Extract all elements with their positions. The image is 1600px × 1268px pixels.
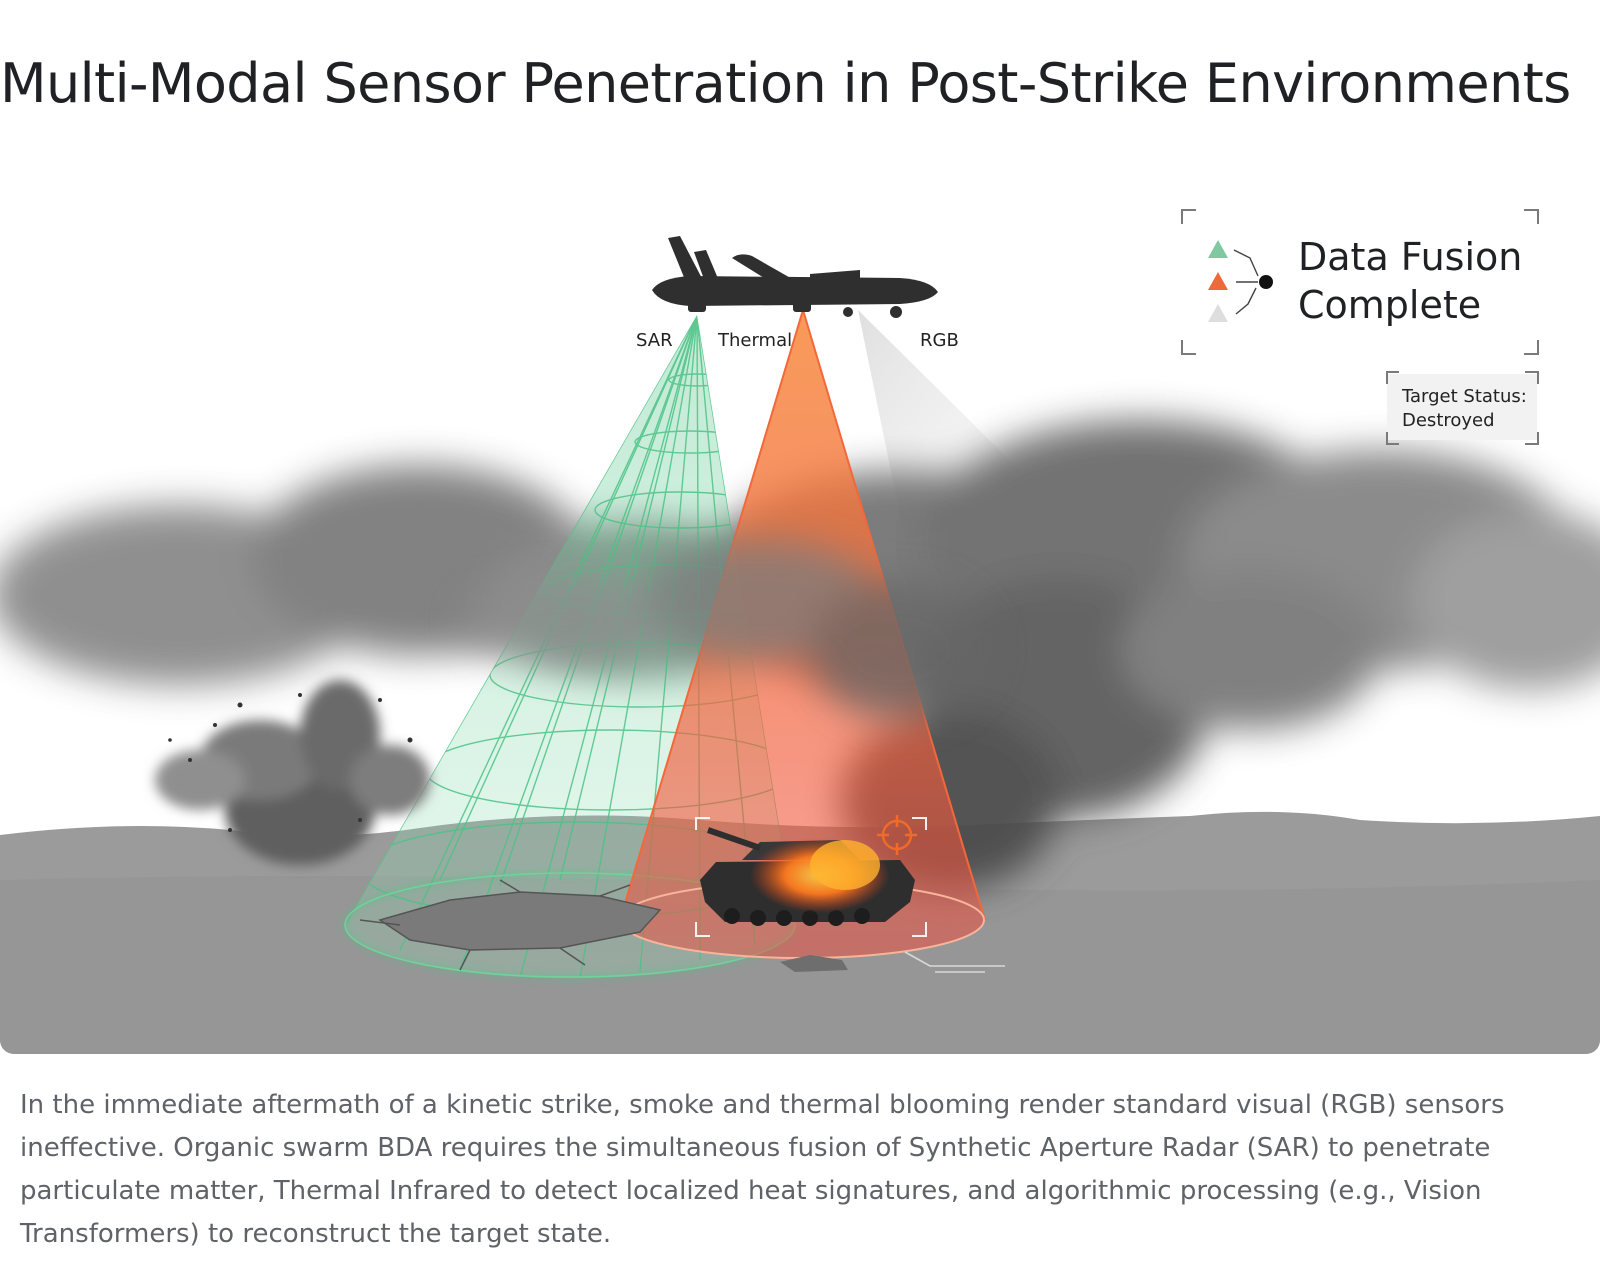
rgb-label: RGB: [920, 330, 959, 351]
target-frame: [695, 817, 927, 937]
crater: [378, 891, 662, 951]
fusion-node: [1259, 275, 1273, 289]
caption: In the immediate aftermath of a kinetic …: [20, 1090, 1505, 1249]
target-status-panel: Target Status: Destroyed: [1386, 371, 1539, 445]
target-status-label: Target Status:: [1401, 386, 1527, 407]
sar-label: SAR: [636, 330, 673, 351]
sensor-diagram: SAR Thermal RGB Data Fusion Complete Tar…: [0, 180, 1600, 1054]
fusion-title-line1: Data Fusion: [1298, 235, 1522, 279]
crosshair-icon: [877, 815, 917, 855]
explosion-smoke: [155, 680, 430, 865]
thermal-label: Thermal: [717, 330, 792, 351]
tank-icon: [700, 827, 915, 926]
page-title: Multi-Modal Sensor Penetration in Post-S…: [0, 52, 1571, 115]
drone-icon: [652, 236, 938, 318]
fusion-title-line2: Complete: [1298, 283, 1481, 327]
sensor-triangle-icon: [1208, 240, 1228, 322]
fusion-panel: Data Fusion Complete: [1181, 209, 1539, 355]
target-status-value: Destroyed: [1402, 410, 1495, 431]
